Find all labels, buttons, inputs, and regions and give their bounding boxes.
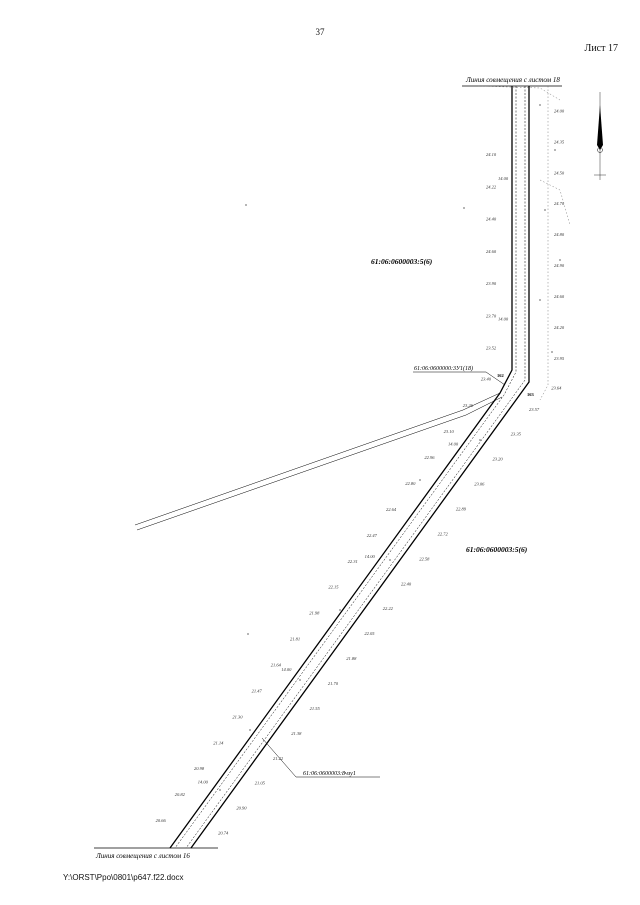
right-elevation-label: 22.58 xyxy=(419,556,430,561)
strip-mark-label: 14.00 xyxy=(448,441,459,446)
match-line-bottom: Линия совмещения с листом 16 xyxy=(94,847,218,860)
parcel-left-label: 61:06:0600003:5(6) xyxy=(371,257,433,266)
left-elevation-label: 24.60 xyxy=(486,249,497,254)
road-lines xyxy=(134,392,503,531)
match-line-top: Линия совмещения с листом 18 xyxy=(462,76,562,87)
right-elevation-label: 23.64 xyxy=(551,385,562,390)
right-elevation-label: 23.35 xyxy=(511,432,522,437)
right-elevation-marks: 24.00 24.35 24.50 24.70 24.80 24.90 24.60 24.20… xyxy=(218,109,565,836)
sheet-label: Лист 17 xyxy=(584,43,618,54)
right-elevation-label: 24.20 xyxy=(554,325,565,330)
right-elevation-label: 24.50 xyxy=(554,170,565,175)
parcel-right-label: 61:06:0600003:5(6) xyxy=(466,545,528,554)
right-elevation-label: 22.72 xyxy=(438,531,449,536)
left-elevation-label: 24.40 xyxy=(486,217,497,222)
right-elevation-label: 22.05 xyxy=(364,631,375,636)
right-elevation-label: 24.70 xyxy=(554,201,565,206)
left-elevation-label: 21.47 xyxy=(252,688,263,693)
right-offset-line xyxy=(477,85,571,401)
right-elevation-label: 24.80 xyxy=(554,232,565,237)
right-elevation-label: 24.90 xyxy=(554,263,565,268)
junction-label-group: 61:06:0600000:3У1(18) 162 163 xyxy=(413,365,535,397)
right-elevation-label: 21.55 xyxy=(310,706,321,711)
left-elevation-label: 23.70 xyxy=(486,313,497,318)
left-elevation-label: 24.22 xyxy=(486,184,497,189)
strip-mark-label: 14.00 xyxy=(498,316,509,321)
strip-mark-label: 14.00 xyxy=(498,176,509,181)
right-elevation-label: 24.60 xyxy=(554,294,565,299)
right-elevation-label: 21.88 xyxy=(346,656,357,661)
right-elevation-label: 22.40 xyxy=(401,581,412,586)
right-elevation-label: 23.95 xyxy=(554,356,565,361)
page-number: 37 xyxy=(315,27,325,37)
right-elevation-label: 21.70 xyxy=(328,681,339,686)
left-elevation-label: 23.52 xyxy=(486,346,497,351)
left-elevation-label: 21.30 xyxy=(232,714,243,719)
left-elevation-label: 24.10 xyxy=(486,152,497,157)
left-elevation-label: 20.98 xyxy=(194,766,205,771)
right-elevation-label: 22.89 xyxy=(456,507,467,512)
left-elevation-label: 21.81 xyxy=(290,637,300,642)
left-elevation-label: 20.66 xyxy=(156,818,167,823)
footer-file-path: Y:\ORST\Ppo\0801\p647.f22.docx xyxy=(63,873,184,882)
match-line-bottom-label: Линия совмещения с листом 16 xyxy=(95,852,190,860)
strip-mark-label: 14.00 xyxy=(365,554,376,559)
left-elevation-label: 21.64 xyxy=(271,663,282,668)
parcel-bottom-label: 61:06:0600003:8чзу1 xyxy=(303,771,356,777)
left-elevation-label: 22.15 xyxy=(328,585,339,590)
parcel-junction-label: 61:06:0600000:3У1(18) xyxy=(414,365,473,372)
left-elevation-label: 22.96 xyxy=(424,455,435,460)
left-elevation-marks: 24.10 24.22 24.40 24.60 23.90 23.70 23.52 23.40… xyxy=(156,152,497,823)
north-arrow-icon xyxy=(594,92,606,180)
strip-mark-label: 14.00 xyxy=(198,780,209,785)
left-elevation-label: 21.14 xyxy=(213,740,224,745)
right-elevation-label: 20.74 xyxy=(218,831,229,836)
left-elevation-label: 21.98 xyxy=(309,611,320,616)
right-elevation-label: 23.20 xyxy=(493,457,504,462)
left-elevation-label: 22.47 xyxy=(367,533,378,538)
right-elevation-label: 22.22 xyxy=(383,606,394,611)
bottom-parcel-label-group: 61:06:0600003:8чзу1 xyxy=(261,737,380,778)
right-elevation-label: 24.35 xyxy=(554,139,565,144)
left-elevation-label: 22.64 xyxy=(386,507,397,512)
left-elevation-label: 22.31 xyxy=(348,559,358,564)
right-elevation-label: 21.05 xyxy=(255,781,266,786)
left-elevation-label: 20.82 xyxy=(175,792,186,797)
corridor-boundary xyxy=(169,86,530,849)
point-163-label: 163 xyxy=(527,392,535,397)
right-elevation-label: 21.22 xyxy=(273,756,284,761)
match-line-top-label: Линия совмещения с листом 18 xyxy=(465,76,560,84)
right-elevation-label: 24.00 xyxy=(554,109,565,114)
left-elevation-label: 23.40 xyxy=(481,377,492,382)
survey-points xyxy=(219,104,561,791)
right-elevation-label: 20.90 xyxy=(236,806,247,811)
left-elevation-label: 23.90 xyxy=(486,281,497,286)
right-elevation-label: 23.57 xyxy=(529,407,540,412)
right-elevation-label: 23.06 xyxy=(474,482,485,487)
point-162-label: 162 xyxy=(497,373,505,378)
left-elevation-label: 23.10 xyxy=(444,429,455,434)
strip-marks: 14.00 14.00 14.00 14.00 14.00 14.00 xyxy=(198,176,509,785)
left-elevation-label: 22.80 xyxy=(405,481,416,486)
left-elevation-label: 23.26 xyxy=(463,403,474,408)
strip-mark-label: 14.00 xyxy=(281,667,292,672)
right-elevation-label: 21.38 xyxy=(291,731,302,736)
